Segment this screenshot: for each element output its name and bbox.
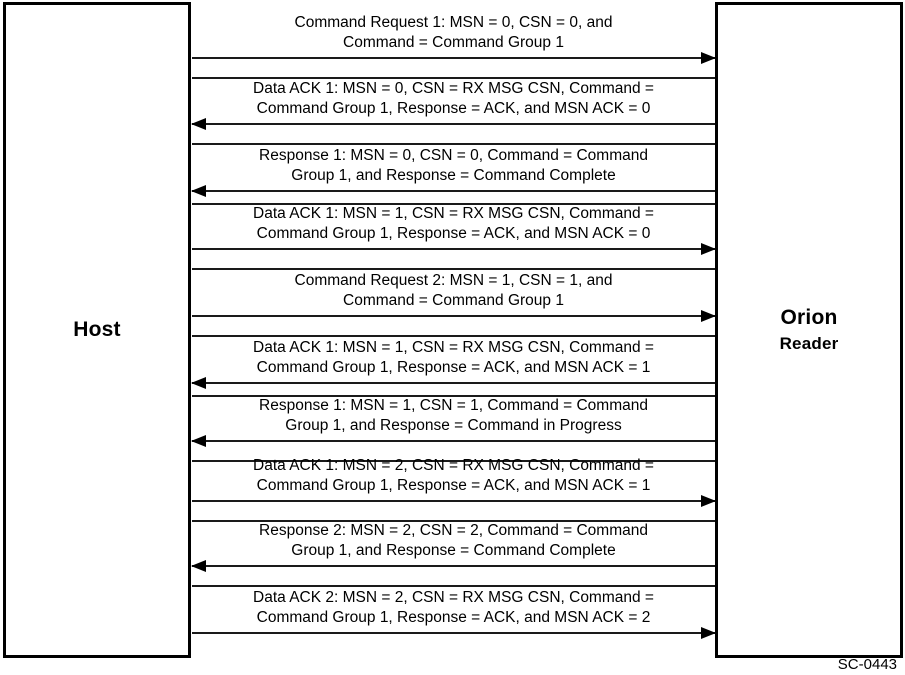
message-arrow-left (191, 118, 715, 130)
message-separator (192, 395, 715, 397)
message-arrow-right (192, 495, 716, 507)
message-separator (192, 520, 715, 522)
message-label: Response 2: MSN = 2, CSN = 2, Command = … (259, 522, 648, 559)
message-label: Data ACK 1: MSN = 2, CSN = RX MSG CSN, C… (253, 457, 654, 494)
message-separator (192, 335, 715, 337)
message-label: Response 1: MSN = 0, CSN = 0, Command = … (259, 147, 648, 184)
message-separator (192, 268, 715, 270)
message-arrow-right (192, 243, 716, 255)
lifeline-orion-reader-label-secondary: Reader (779, 334, 839, 354)
lifeline-host: Host (3, 2, 191, 658)
message-arrow-left (191, 435, 715, 447)
message-label: Response 1: MSN = 1, CSN = 1, Command = … (259, 397, 648, 434)
message-arrow-left (191, 560, 715, 572)
message-arrow-left (191, 377, 715, 389)
message-separator (192, 460, 715, 462)
message-arrow-right (192, 627, 716, 639)
message-list: Command Request 1: MSN = 0, CSN = 0, and… (191, 0, 716, 675)
message-separator (192, 203, 715, 205)
figure-reference-code: SC-0443 (837, 656, 897, 673)
message-arrow-right (192, 310, 716, 322)
message-label: Command Request 1: MSN = 0, CSN = 0, and… (294, 14, 613, 51)
message-arrow-right (192, 52, 716, 64)
message-label: Data ACK 1: MSN = 0, CSN = RX MSG CSN, C… (253, 80, 654, 117)
message-label: Data ACK 1: MSN = 1, CSN = RX MSG CSN, C… (253, 339, 654, 376)
message-separator (192, 143, 715, 145)
lifeline-host-label: Host (73, 317, 121, 341)
lifeline-orion-reader-label-primary: Orion (780, 306, 838, 330)
message-label: Data ACK 1: MSN = 1, CSN = RX MSG CSN, C… (253, 205, 654, 242)
message-separator (192, 585, 715, 587)
lifeline-orion-reader: Orion Reader (715, 2, 903, 658)
message-label: Command Request 2: MSN = 1, CSN = 1, and… (294, 272, 613, 309)
message-arrow-left (191, 185, 715, 197)
message-separator (192, 77, 715, 79)
message-label: Data ACK 2: MSN = 2, CSN = RX MSG CSN, C… (253, 589, 654, 626)
